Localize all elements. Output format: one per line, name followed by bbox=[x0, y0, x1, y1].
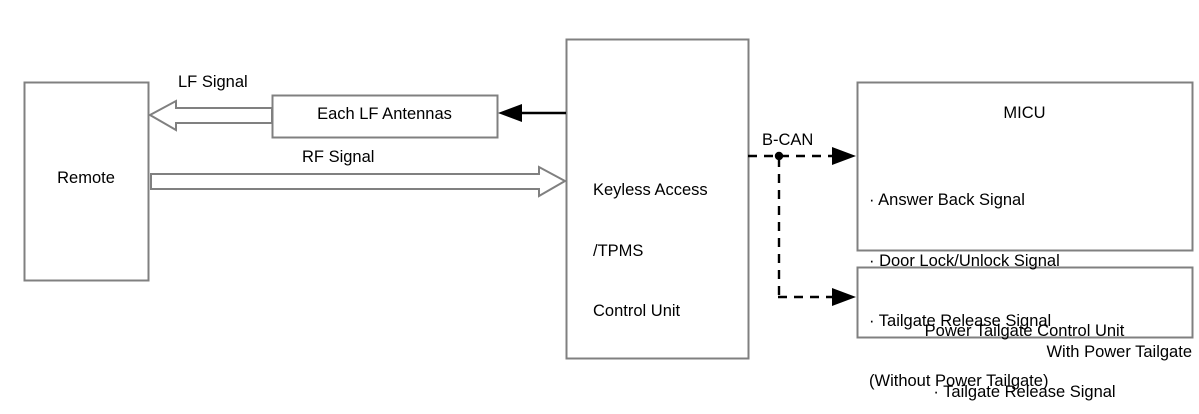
micu-signal-item: · Tailgate Release Signal bbox=[869, 312, 1052, 330]
lf-antennas-box[interactable] bbox=[271, 94, 499, 139]
keyless-access-tpms-control-unit-box[interactable] bbox=[565, 38, 750, 360]
keyless-control-unit-line-1: Keyless Access bbox=[593, 181, 708, 200]
micu-title: MICU bbox=[1003, 104, 1046, 122]
micu-signal-note: (Without Power Tailgate) bbox=[869, 372, 1049, 391]
keyless-control-unit-label: Keyless Access /TPMS Control Unit bbox=[593, 140, 708, 361]
micu-box[interactable] bbox=[856, 81, 1194, 252]
power-tailgate-control-unit-label: Power Tailgate Control Unit · Tailgate R… bbox=[857, 281, 1192, 414]
remote-box[interactable] bbox=[23, 81, 150, 282]
power-tailgate-control-unit-line-1: Power Tailgate Control Unit bbox=[924, 322, 1125, 341]
power-tailgate-control-unit-box[interactable] bbox=[856, 266, 1194, 339]
keyless-control-unit-line-2: /TPMS bbox=[593, 241, 644, 260]
lf-antennas-label: Each LF Antennas bbox=[317, 105, 452, 123]
b-can-junction-dot bbox=[774, 151, 784, 161]
rf-signal-label: RF Signal bbox=[302, 148, 375, 166]
b-can-label: B-CAN bbox=[762, 131, 814, 149]
keyless-control-unit-line-3: Control Unit bbox=[593, 302, 681, 320]
power-tailgate-control-unit-line-2: · Tailgate Release Signal bbox=[933, 382, 1116, 401]
micu-signal-item: · Answer Back Signal bbox=[869, 191, 1025, 210]
lf-signal-label: LF Signal bbox=[178, 73, 248, 91]
with-power-tailgate-annotation: With Power Tailgate bbox=[1046, 343, 1192, 361]
lf-signal-hollow-arrow bbox=[147, 99, 273, 132]
b-can-micu-arrowhead bbox=[832, 147, 856, 165]
micu-signal-list: · Answer Back Signal · Door Lock/Unlock … bbox=[869, 150, 1060, 414]
b-can-power-tailgate-arrowhead bbox=[832, 288, 856, 306]
remote-label: Remote bbox=[57, 169, 115, 187]
rf-signal-hollow-arrow bbox=[150, 165, 568, 198]
micu-signal-item: · Door Lock/Unlock Signal bbox=[869, 251, 1060, 270]
lf-antennas-feed-arrowhead bbox=[498, 104, 522, 122]
